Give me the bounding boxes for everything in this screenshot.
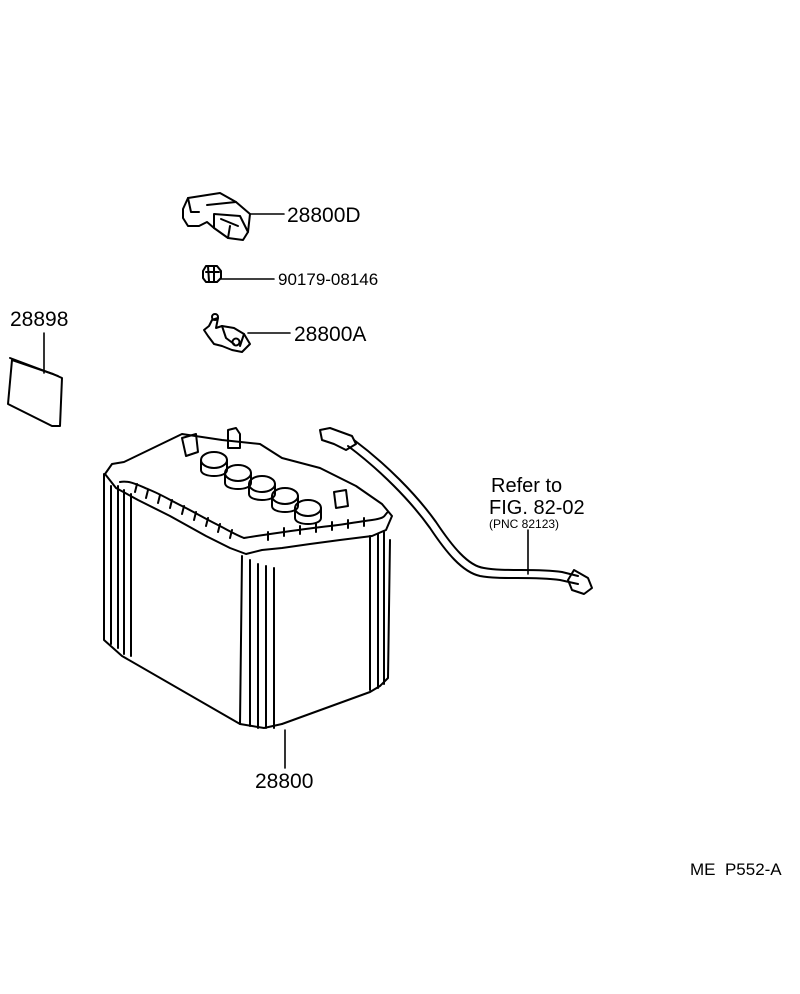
- terminal-clamp-drawing: [203, 313, 251, 353]
- nut-drawing: [202, 265, 222, 283]
- part-label-90179-08146: 90179-08146: [278, 270, 379, 289]
- holddown-clamp-drawing: [182, 192, 251, 241]
- cable-reference-line1: Refer to: [491, 475, 563, 497]
- cable-reference-line2: FIG. 82-02: [489, 497, 585, 519]
- battery-drawing: [103, 427, 393, 729]
- label-plate-drawing: [7, 357, 63, 427]
- part-label-28800: 28800: [255, 770, 314, 793]
- part-label-28800a: 28800A: [294, 323, 367, 346]
- cable-reference-line3: (PNC 82123): [489, 517, 560, 531]
- part-label-28800d: 28800D: [287, 204, 361, 227]
- figure-code: ME P552-A: [690, 860, 782, 879]
- battery-cable-drawing: [319, 427, 593, 595]
- part-label-28898: 28898: [10, 308, 69, 331]
